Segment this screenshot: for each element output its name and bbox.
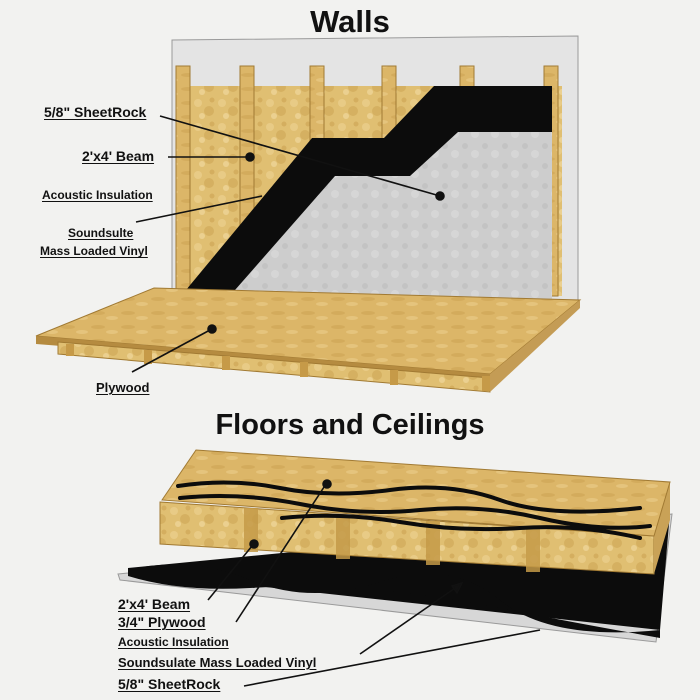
floor-gap-waves [176,480,652,540]
wall-leader-lines [131,115,445,373]
joist [426,521,440,565]
joist [222,356,230,370]
floor-mlv-wave [128,564,660,638]
floor-plywood-top [161,449,671,537]
joist [482,376,490,391]
label-wall-beam: 2'x4' Beam [82,148,155,164]
leader-line-plywood [131,329,211,373]
label-wall-sheetrock: 5/8" SheetRock [44,104,147,120]
label-floor-insulation: Acoustic Insulation [118,635,229,649]
label-floor-mlv: Soundsulate Mass Loaded Vinyl [118,655,317,670]
wall-joists [66,344,490,391]
wall-assembly [35,35,582,393]
label-floor-beam: 2'x4' Beam [118,596,191,612]
leader-dot-floor-beam [249,539,259,549]
leader-line-sheetrock [159,115,441,197]
joist [66,344,74,356]
leader-line-mlv [135,195,263,223]
floors-title: Floors and Ceilings [215,409,485,441]
leader-line-floor-mlv [359,585,459,655]
label-floor-plywood: 3/4" Plywood [118,614,206,630]
wall-sheetrock [228,132,552,300]
joist [526,528,540,572]
walls-title: Walls [310,4,390,39]
joist [336,515,350,559]
label-wall-insulation: Acoustic Insulation [42,188,153,202]
leader-arrow-floor-mlv [450,581,464,595]
joist [390,370,398,385]
leader-line-floor-beam [207,545,253,601]
leader-line-floor-sheetrock [243,629,541,687]
stud [175,65,191,297]
label-wall-mlv-line2: Mass Loaded Vinyl [40,244,148,258]
leader-dot-sheetrock [435,191,445,201]
joist [144,350,152,364]
label-wall-mlv-line1: Soundsulte [68,226,134,240]
floor-leader-lines [207,479,541,687]
floor-joists [244,508,540,572]
leader-dot-floor-plywood [322,479,332,489]
wall-floor-side [490,300,580,392]
leader-dot-plywood [207,324,217,334]
label-floor-sheetrock: 5/8" SheetRock [118,676,221,692]
leader-dot-beam [245,152,255,162]
joist [300,362,308,377]
floor-assembly [117,449,673,643]
leader-line-floor-plywood [235,483,327,623]
floor-side-face [654,482,670,574]
label-wall-plywood: Plywood [96,380,150,395]
